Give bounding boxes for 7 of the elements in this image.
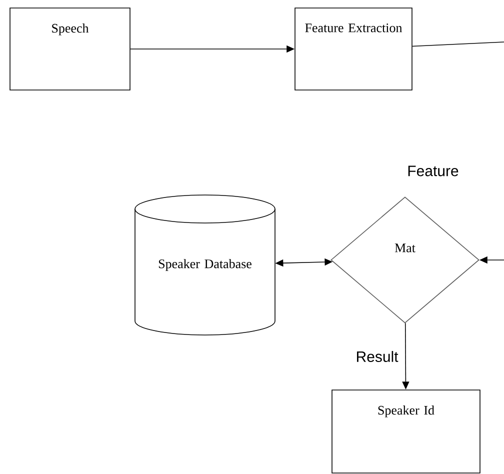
node-label: Feature — [408, 166, 458, 176]
process-box: Speech — [10, 8, 130, 90]
edge-label: Result — [354, 350, 400, 363]
process-box: Speaker Id — [332, 390, 480, 474]
database-cylinder: Speaker Database — [134, 194, 276, 336]
process-box: Feature Extraction — [294, 8, 412, 90]
node-label: Speaker Database — [158, 259, 252, 271]
